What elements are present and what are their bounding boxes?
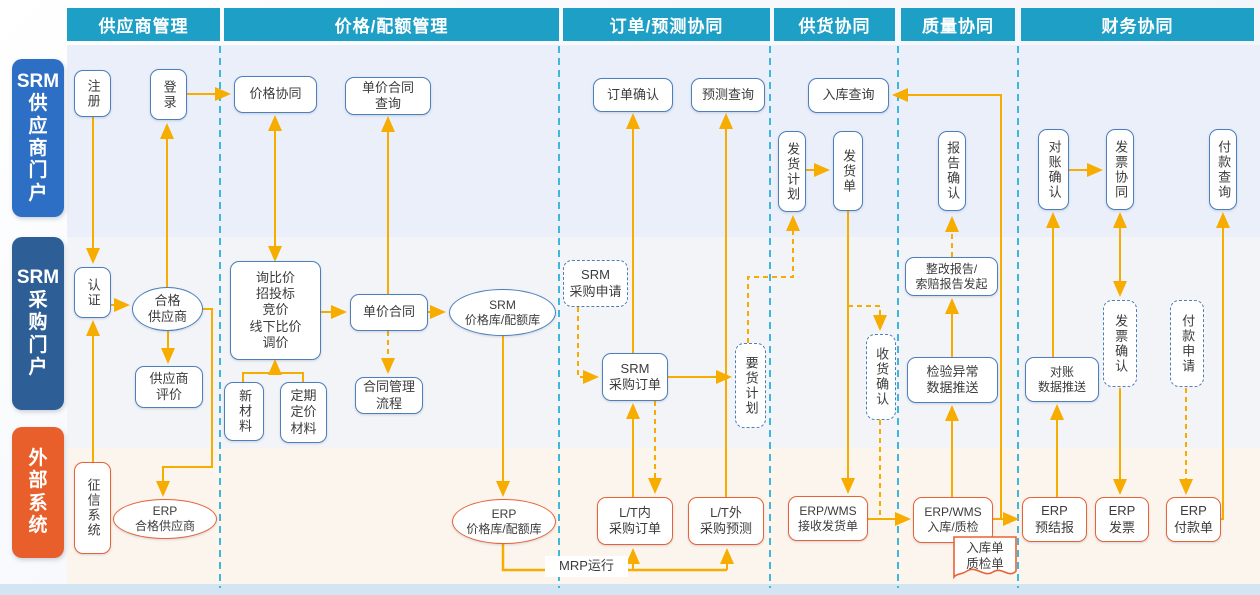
row-label-external-systems: 外 部 系 统 <box>12 427 64 558</box>
node-receipt-confirm: 收货确认 <box>866 334 896 420</box>
node-forecast-query: 预测查询 <box>691 78 765 112</box>
dashed-arrows <box>381 215 1193 495</box>
node-erp-wms-inbound: ERP/WMS 入库/质检 <box>913 497 993 543</box>
node-erp-price-lib: ERP 价格库/配额库 <box>452 499 556 544</box>
node-invoice-collab: 发票协同 <box>1106 129 1134 210</box>
node-order-confirm: 订单确认 <box>593 78 673 112</box>
node-auth: 认证 <box>74 267 111 318</box>
row-label-srm-purchase-portal: SRM 采 购 门 户 <box>12 237 64 410</box>
header-price-quota: 价格/配额管理 <box>224 8 559 41</box>
node-price-collab: 价格协同 <box>234 76 317 113</box>
node-mrp-run: MRP运行 <box>545 556 628 577</box>
node-payment-request: 付款申请 <box>1170 300 1204 387</box>
node-lt-out-forecast: L/T外 采购预测 <box>688 497 764 545</box>
node-erp-invoice: ERP 发票 <box>1095 497 1149 542</box>
header-supply-collab: 供货协同 <box>774 8 895 41</box>
node-new-material: 新材料 <box>224 382 264 441</box>
node-erp-qualified-supplier: ERP 合格供应商 <box>113 499 217 539</box>
solid-double-arrows <box>268 115 1127 297</box>
node-supplier-eval: 供应商 评价 <box>135 366 203 408</box>
node-inbound-qc-doc: 入库单 质检单 <box>966 540 1004 571</box>
node-register: 注册 <box>74 70 111 117</box>
node-srm-price-lib: SRM 价格库/配额库 <box>449 289 556 336</box>
node-erp-payment: ERP 付款单 <box>1166 497 1221 542</box>
node-recon-confirm: 对账确认 <box>1038 129 1069 210</box>
node-demand-plan: 要货计划 <box>735 343 766 428</box>
node-contract-flow: 合同管理 流程 <box>355 377 423 414</box>
node-inbound-query: 入库查询 <box>808 78 889 113</box>
bottom-edge-strip <box>0 584 1260 595</box>
node-inspect-anomaly-push: 检验异常 数据推送 <box>907 357 998 403</box>
solid-lines <box>242 372 727 572</box>
node-qualified-supplier: 合格 供应商 <box>132 287 203 331</box>
node-report-confirm: 报告确认 <box>938 131 966 211</box>
node-periodic-material: 定期 定价 材料 <box>280 382 327 443</box>
node-lt-in-po: L/T内 采购订单 <box>597 497 673 545</box>
node-invoice-confirm: 发票确认 <box>1103 300 1137 387</box>
node-erp-presettlement: ERP 预结报 <box>1022 497 1087 542</box>
node-ship-plan: 发货计划 <box>778 131 806 212</box>
header-supplier-mgmt: 供应商管理 <box>67 8 220 41</box>
header-quality-collab: 质量协同 <box>901 8 1015 41</box>
node-unit-contract-query: 单价合同 查询 <box>345 77 431 115</box>
node-srm-pr: SRM 采购申请 <box>563 260 628 307</box>
solid-arrows <box>86 87 1230 570</box>
node-erp-wms-receive: ERP/WMS 接收发货单 <box>788 496 868 541</box>
node-srm-po: SRM 采购订单 <box>602 353 668 401</box>
node-sourcing: 询比价 招投标 竞价 线下比价 调价 <box>230 261 321 360</box>
node-payment-query: 付款查询 <box>1209 129 1237 210</box>
header-order-forecast: 订单/预测协同 <box>563 8 770 41</box>
header-finance-collab: 财务协同 <box>1021 8 1254 41</box>
lane-dividers <box>219 46 1019 588</box>
node-ship-note: 发货单 <box>833 131 863 211</box>
node-recon-data-push: 对账 数据推送 <box>1025 357 1099 402</box>
node-login: 登录 <box>150 69 187 120</box>
node-unit-contract: 单价合同 <box>350 294 428 331</box>
node-rectify-report: 整改报告/ 索赔报告发起 <box>905 257 998 296</box>
node-credit-system: 征信系统 <box>74 462 111 554</box>
row-label-srm-supplier-portal: SRM 供 应 商 门 户 <box>12 59 64 217</box>
